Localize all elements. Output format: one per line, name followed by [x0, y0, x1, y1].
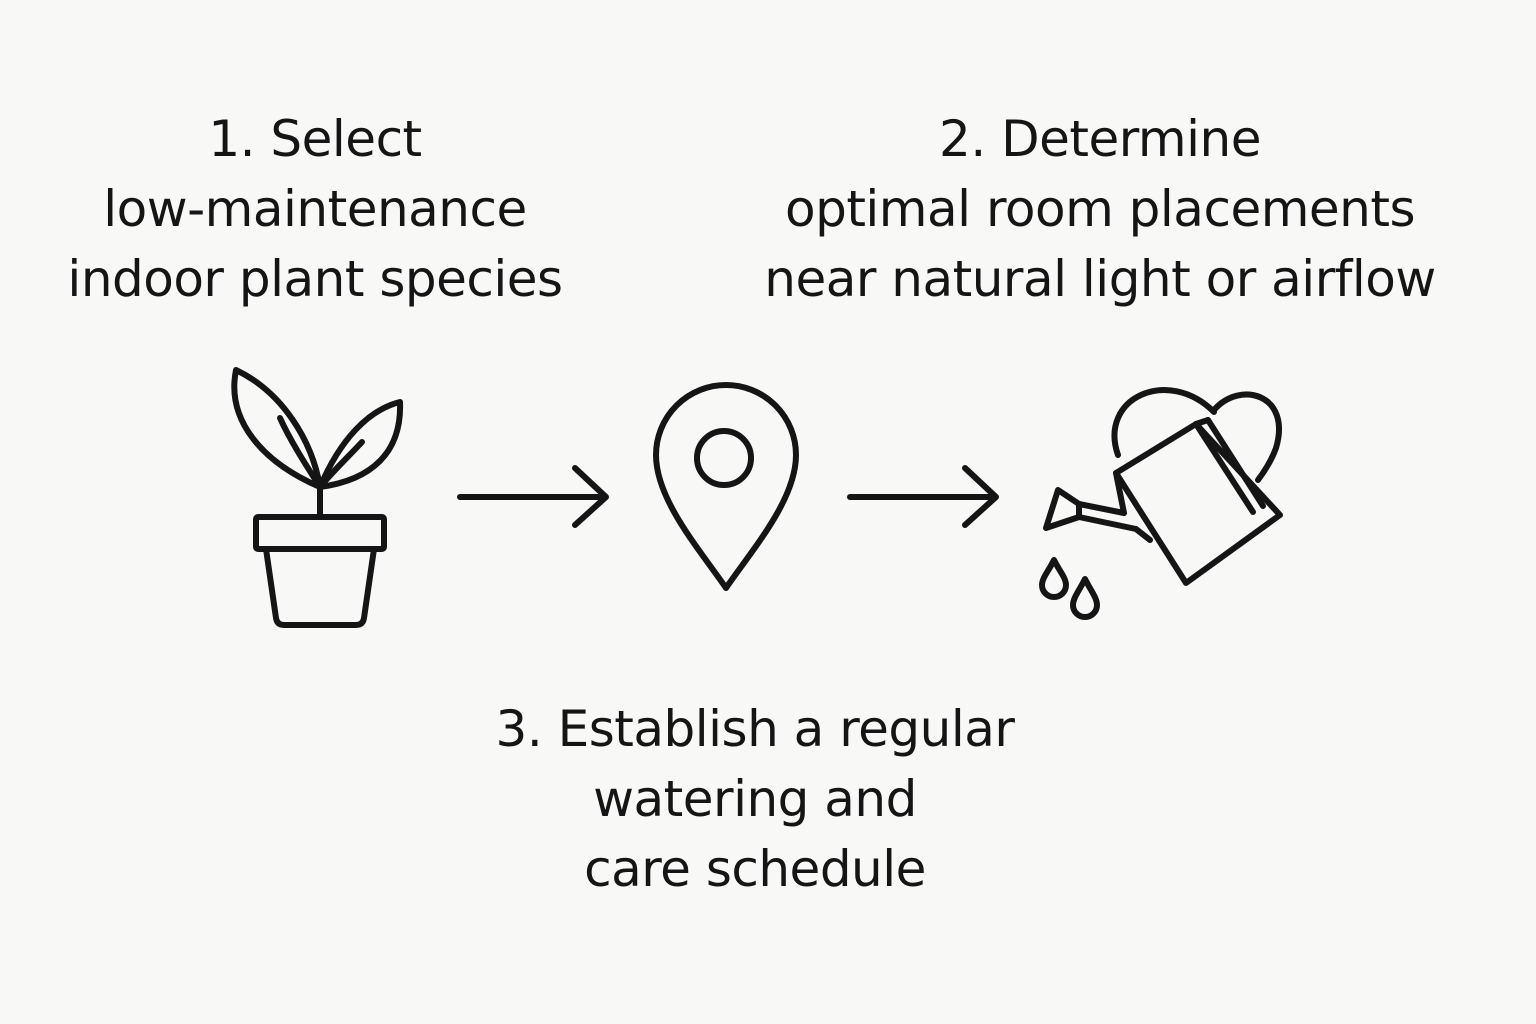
- watering-can-icon: [1026, 376, 1290, 628]
- step-3-line-2: watering and: [593, 770, 917, 828]
- location-pin-icon: [648, 382, 804, 598]
- step-1-line-2: low-maintenance: [103, 180, 527, 238]
- step-3-label: 3. Establish a regular watering and care…: [430, 694, 1080, 904]
- step-2-label: 2. Determine optimal room placements nea…: [730, 104, 1470, 314]
- step-2-line-2: optimal room placements: [784, 180, 1416, 238]
- potted-plant-icon: [220, 360, 404, 630]
- step-2-title: 2. Determine: [939, 110, 1261, 168]
- step-1-line-3: indoor plant species: [67, 250, 563, 308]
- step-2-line-3: near natural light or airflow: [764, 250, 1436, 308]
- step-3-line-3: care schedule: [584, 840, 926, 898]
- step-1-title: 1. Select: [208, 110, 422, 168]
- arrow-right-icon: [840, 460, 1010, 540]
- arrow-right-icon: [450, 460, 620, 540]
- step-3-title: 3. Establish a regular: [495, 700, 1015, 758]
- step-1-label: 1. Select low-maintenance indoor plant s…: [30, 104, 600, 314]
